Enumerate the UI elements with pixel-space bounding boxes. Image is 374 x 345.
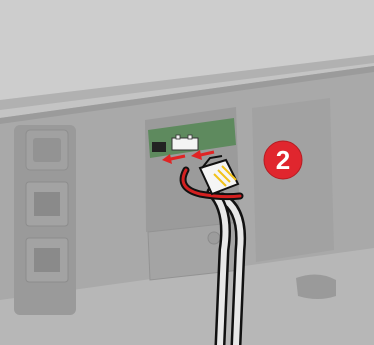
step-badge-circle: [264, 141, 302, 179]
power-inlet-icon: [26, 130, 68, 170]
